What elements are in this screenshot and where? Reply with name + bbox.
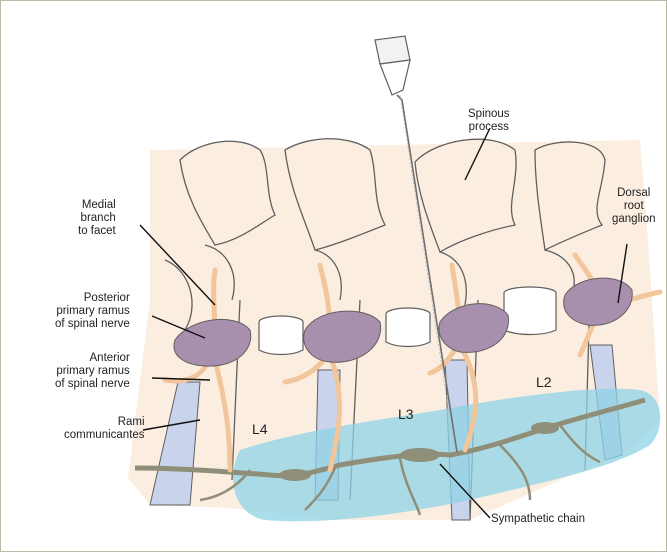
label-line: ganglion xyxy=(612,213,655,226)
label-line: Spinous xyxy=(468,108,510,121)
label-rami-communicantes: Rami communicantes xyxy=(64,416,145,442)
label-line: Posterior xyxy=(55,292,130,305)
label-line: Dorsal xyxy=(612,187,655,200)
label-sympathetic-chain: Sympathetic chain xyxy=(491,513,585,526)
label-line: process xyxy=(468,121,510,134)
label-line: to facet xyxy=(78,225,116,238)
label-posterior-ramus: Posterior primary ramus of spinal nerve xyxy=(55,292,130,331)
label-line: of spinal nerve xyxy=(55,318,130,331)
label-medial-branch: Medial branch to facet xyxy=(78,199,116,238)
label-line: root xyxy=(612,200,655,213)
label-line: Medial xyxy=(78,199,116,212)
vertebra-level-l4: L4 xyxy=(252,423,268,436)
label-spinous-process: Spinous process xyxy=(468,108,510,134)
label-line: primary ramus xyxy=(55,305,130,318)
label-line: Rami xyxy=(64,416,145,429)
label-line: primary ramus xyxy=(55,365,130,378)
vertebra-level-l2: L2 xyxy=(536,376,552,389)
label-line: branch xyxy=(78,212,116,225)
label-anterior-ramus: Anterior primary ramus of spinal nerve xyxy=(55,352,130,391)
label-line: communicantes xyxy=(64,429,145,442)
vertebra-level-l3: L3 xyxy=(398,408,414,421)
label-line: Anterior xyxy=(55,352,130,365)
label-line: of spinal nerve xyxy=(55,378,130,391)
label-dorsal-root-ganglion: Dorsal root ganglion xyxy=(612,187,655,226)
